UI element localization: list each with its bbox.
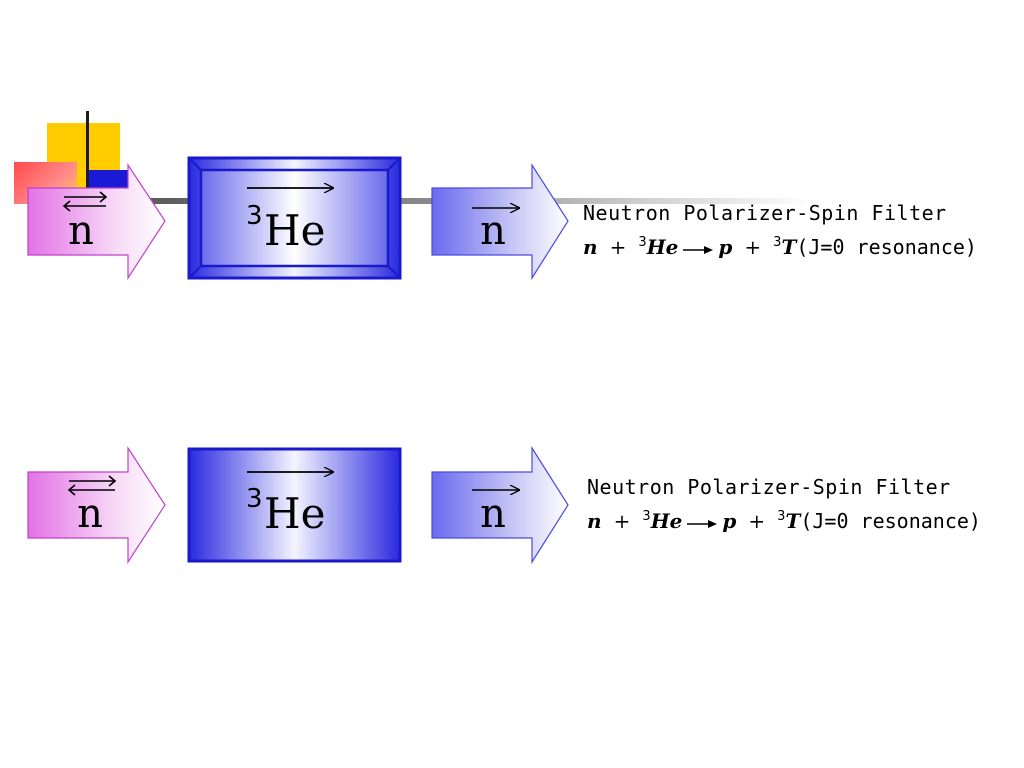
row2-eq-helium: He xyxy=(650,509,683,533)
reaction-arrow-icon xyxy=(687,520,718,528)
row2-cell-label: He xyxy=(264,489,325,538)
row2-eq-he-superscript: 3 xyxy=(642,509,651,524)
row1-output-arrow xyxy=(431,162,569,281)
row2-eq-plus-2: + xyxy=(748,509,766,533)
row1-eq-plus-2: + xyxy=(744,235,762,259)
row1-cell-label: He xyxy=(264,206,325,255)
reaction-arrow-icon xyxy=(683,246,714,254)
row1-eq-plus: + xyxy=(609,235,627,259)
row2-helium-cell xyxy=(187,447,402,563)
row1-eq-neutron: n xyxy=(583,235,598,259)
row-2: n 3 He n xyxy=(27,445,569,565)
row1-eq-helium: He xyxy=(646,235,679,259)
row-1: n 3 He n xyxy=(27,156,569,281)
row2-caption-title: Neutron Polarizer-Spin Filter xyxy=(587,475,951,499)
row1-eq-resonance: (J=0 resonance) xyxy=(796,235,977,259)
row1-bidirectional-arrow-icon xyxy=(62,191,108,212)
row1-input-arrow xyxy=(27,163,166,281)
row2-eq-proton: p xyxy=(722,509,737,533)
row2-bidirectional-arrow-icon xyxy=(67,475,117,496)
row2-eq-neutron: n xyxy=(587,509,602,533)
row2-eq-plus: + xyxy=(613,509,631,533)
decor-blue-square xyxy=(88,170,130,190)
row2-eq-t-superscript: 3 xyxy=(777,509,786,524)
decor-vertical-line xyxy=(86,111,89,217)
row1-input-label: n xyxy=(68,208,94,254)
row2-cell-superscript: 3 xyxy=(246,484,263,514)
row1-helium-cell xyxy=(187,156,402,280)
row2-output-arrow xyxy=(431,445,569,565)
row2-eq-resonance: (J=0 resonance) xyxy=(800,509,981,533)
row2-input-label: n xyxy=(77,491,103,537)
row1-output-label: n xyxy=(480,208,506,254)
row1-eq-tritium: T xyxy=(781,235,797,259)
row1-caption-title: Neutron Polarizer-Spin Filter xyxy=(583,201,947,225)
row1-cell-superscript: 3 xyxy=(246,201,263,231)
row2-eq-tritium: T xyxy=(785,509,801,533)
row1-eq-t-superscript: 3 xyxy=(773,235,782,250)
row1-eq-he-superscript: 3 xyxy=(638,235,647,250)
row2-output-label: n xyxy=(480,491,506,537)
row2-input-arrow xyxy=(27,445,166,565)
row1-eq-proton: p xyxy=(718,235,733,259)
